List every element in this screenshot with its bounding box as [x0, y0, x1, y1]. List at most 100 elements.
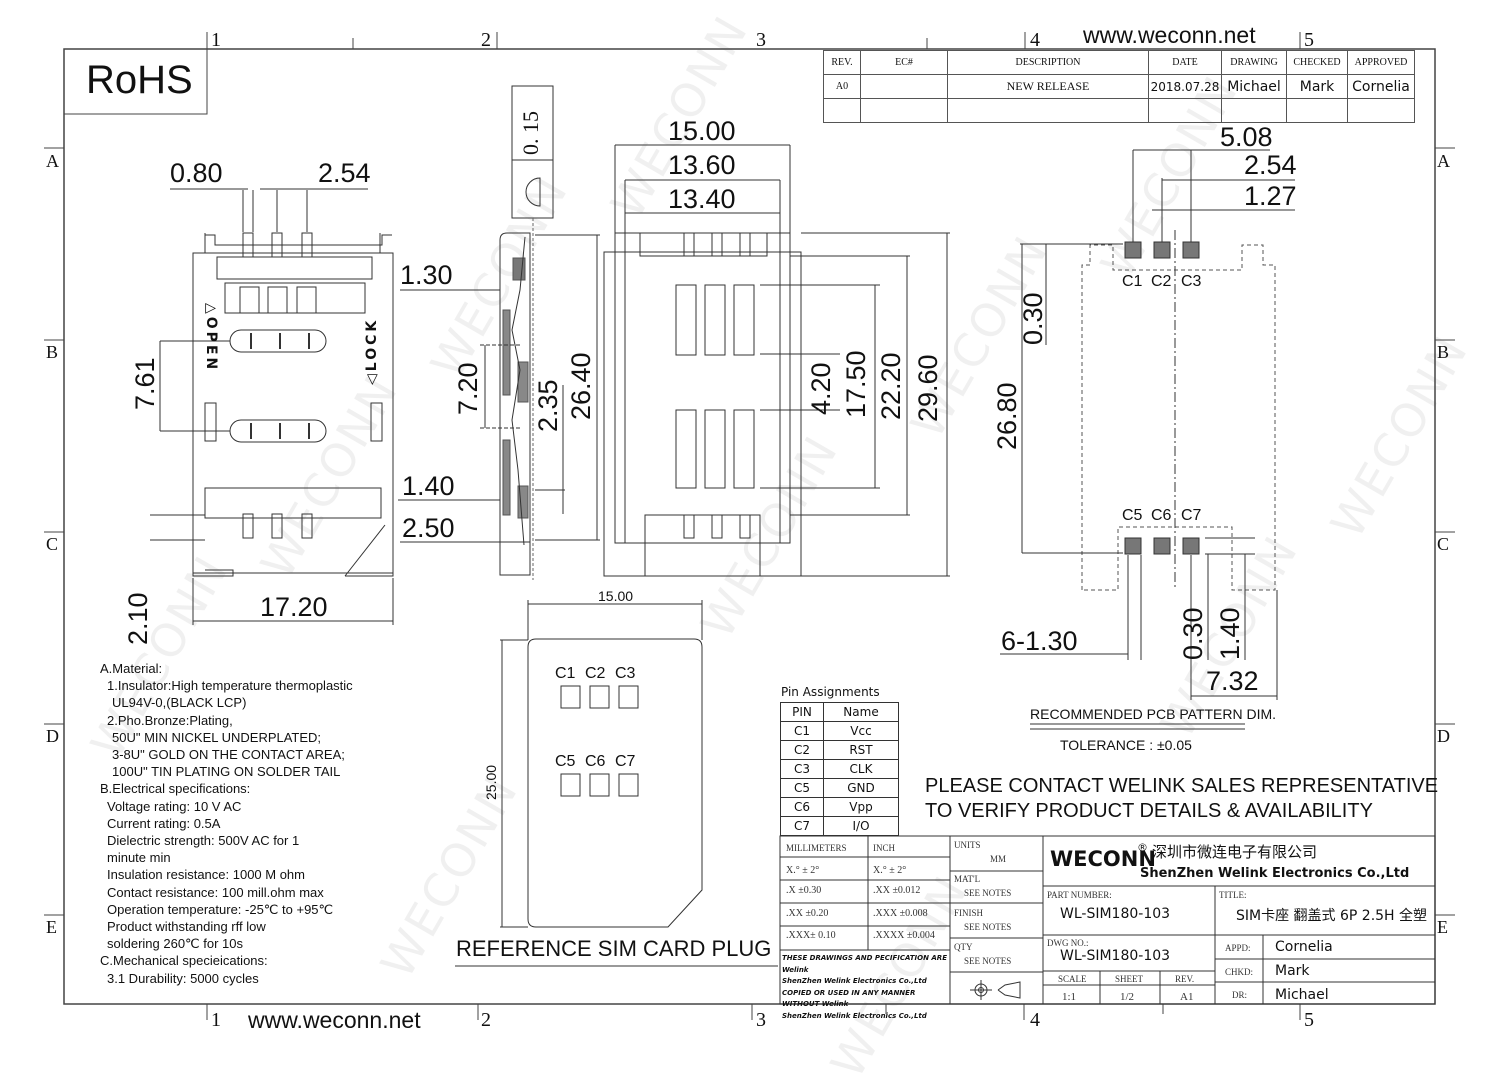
dim-side-4: 26.40 [566, 352, 596, 420]
pcb-dim-pad: 6-1.30 [1001, 626, 1078, 656]
pin-name-cell: GND [823, 778, 899, 798]
registered-mark: ® [1137, 841, 1148, 854]
revision-row-empty [823, 98, 1415, 123]
row-marker: E [46, 917, 57, 937]
tolerance-mm: X.° ± 2° [786, 865, 820, 876]
sim-width: 15.00 [598, 588, 634, 604]
pcb-dim-pad-len: 1.40 [1215, 607, 1245, 660]
note-line: 50U" MIN NICKEL UNDERPLATED; [112, 729, 322, 745]
note-line: 3.1 Durability: 5000 cycles [107, 970, 259, 986]
note-line: Insulation resistance: 1000 M ohm [107, 867, 305, 883]
empty-cell [1148, 98, 1222, 123]
column-marker: 4 [1030, 1009, 1040, 1031]
pin-name-cell: Vpp [823, 797, 899, 817]
note-line: Dielectric strength: 500V AC for 1 [107, 833, 300, 849]
note-line: 100U" TIN PLATING ON SOLDER TAIL [112, 764, 341, 780]
pcb-contact-label: C2 [1151, 273, 1172, 290]
pin-cell: C3 [780, 759, 824, 779]
rev-value: A1 [1180, 991, 1194, 1003]
contact-notice-line1: PLEASE CONTACT WELINK SALES REPRESENTATI… [925, 775, 1439, 797]
dim-side-2: 7.20 [453, 362, 483, 415]
note-line: minute min [107, 850, 171, 866]
rev-cell: A0 [823, 74, 861, 99]
revision-table: REV. EC# DESCRIPTION DATE DRAWING CHECKE… [823, 50, 1415, 123]
empty-cell [860, 98, 948, 123]
column-marker: 2 [481, 29, 491, 51]
rev-label: REV. [1175, 974, 1195, 984]
appd-value: Cornelia [1275, 939, 1333, 955]
column-marker: 2 [481, 1009, 491, 1031]
dim-front-h2: 17.50 [841, 350, 871, 418]
pcb-dim-half-pitch: 1.27 [1244, 181, 1297, 211]
dim-front-w1: 15.00 [668, 116, 736, 146]
column-marker: 1 [211, 1009, 221, 1031]
note-line: soldering 260℃ for 10s [107, 936, 244, 952]
website-link-top[interactable]: www.weconn.net [1083, 22, 1256, 48]
pin-assignments-title: Pin Assignments [781, 685, 880, 699]
dim-front-w2: 13.60 [668, 150, 736, 180]
company-name-en: ShenZhen Welink Electronics Co.,Ltd [1140, 866, 1410, 881]
dim-pitch: 2.54 [318, 158, 371, 188]
row-marker: C [1437, 534, 1450, 554]
note-line: UL94V-0,(BLACK LCP) [112, 695, 247, 711]
chkd-value: Mark [1275, 963, 1310, 979]
empty-cell [1286, 98, 1348, 123]
drawing-title: SIM卡座 翻盖式 6P 2.5H 全塑 [1236, 908, 1428, 924]
ec-cell [860, 74, 948, 99]
pcb-dim-span: 5.08 [1220, 122, 1273, 152]
title-label: TITLE: [1219, 890, 1247, 900]
empty-cell [823, 98, 861, 123]
part-number-label: PART NUMBER: [1047, 890, 1112, 900]
sheet-label: SHEET [1115, 974, 1143, 984]
empty-cell [947, 98, 1149, 123]
rohs-label: RoHS [86, 58, 193, 102]
note-line: 3-8U" GOLD ON THE CONTACT AREA; [112, 747, 345, 763]
column-marker: 5 [1304, 1009, 1314, 1031]
dim-pitch-spacing: 7.61 [130, 357, 160, 410]
ec-header: EC# [860, 50, 948, 75]
pcb-contact-label: C3 [1181, 273, 1202, 290]
sim-height: 25.00 [483, 764, 499, 800]
row-marker: C [46, 534, 59, 554]
sheet-value: 1/2 [1120, 991, 1135, 1003]
disclaimer: THESE DRAWINGS AND PECIFICATION ARE Weli… [782, 953, 952, 1022]
dwg-no-label: DWG NO.: [1047, 938, 1089, 948]
qty-label: QTY [954, 942, 973, 952]
open-label: △OPEN [203, 303, 219, 373]
lock-text: LOCK [364, 317, 380, 372]
drawing-canvas [44, 32, 1455, 1020]
sim-contact-label: C6 [585, 753, 606, 770]
pcb-dim-pitch: 2.54 [1244, 150, 1297, 180]
column-marker: 3 [756, 29, 766, 51]
website-link-bottom[interactable]: www.weconn.net [248, 1007, 421, 1033]
dim-side-5: 1.40 [402, 471, 455, 501]
note-line: C.Mechanical specieications: [100, 953, 268, 969]
pcb-contact-label: C6 [1151, 507, 1172, 524]
pin-name-cell: CLK [823, 759, 899, 779]
dim-height-offset: 2.10 [123, 592, 153, 645]
pin-cell: C1 [780, 721, 824, 741]
pin-cell: C7 [780, 816, 824, 836]
pin-cell: C2 [780, 740, 824, 760]
matl-label: MAT'L [954, 874, 981, 884]
dwg-no: WL-SIM180-103 [1060, 948, 1171, 964]
pin-name-cell: Vcc [823, 721, 899, 741]
tolerance-mm-header: MILLIMETERS [786, 843, 847, 853]
column-marker: 5 [1304, 29, 1314, 51]
pcb-dim-x-offset: 7.32 [1206, 666, 1259, 696]
tolerance-mm: .XX ±0.20 [786, 908, 829, 919]
pcb-tolerance: TOLERANCE : ±0.05 [1060, 737, 1192, 753]
sim-contact-label: C7 [615, 753, 636, 770]
tolerance-inch: X.° ± 2° [873, 865, 907, 876]
column-marker: 1 [211, 29, 221, 51]
scale-label: SCALE [1058, 974, 1087, 984]
checked-header: CHECKED [1286, 50, 1348, 75]
brand-logo: WECONN [1050, 847, 1156, 871]
name-header: Name [823, 702, 899, 722]
pin-cell: C5 [780, 778, 824, 798]
disclaimer-line: COPIED OR USED IN ANY MANNER WITHOUT Wel… [782, 988, 916, 1009]
